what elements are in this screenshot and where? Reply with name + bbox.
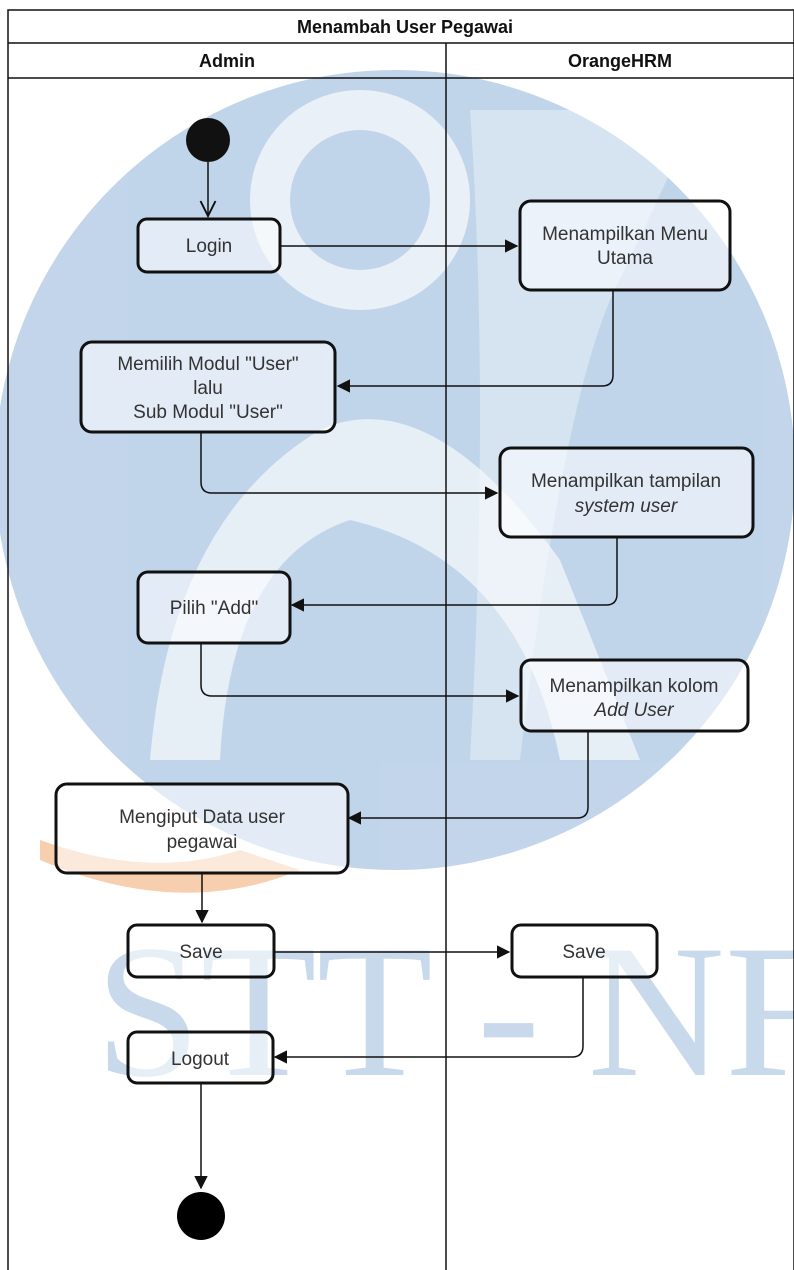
edges [194, 162, 618, 1190]
activity-pilih-modul-label-3: Sub Modul "User" [133, 402, 283, 423]
edge-modul-tampilan [200, 432, 499, 500]
activity-tampilan-label-1: Menampilkan tampilan [531, 471, 721, 492]
edge-tampilan-add [290, 537, 618, 612]
activity-login: Login [136, 217, 282, 274]
edge-kolom-input [347, 731, 589, 825]
activity-menu-utama: Menampilkan Menu Utama [518, 199, 732, 292]
activity-input-data: Mengiput Data user pegawai [54, 782, 350, 875]
activity-pilih-modul-label-2: lalu [193, 378, 223, 399]
activity-save-admin-label: Save [179, 942, 222, 963]
lane-header-admin: Admin [199, 51, 255, 71]
activity-tampilan-system-user: Menampilkan tampilan system user [498, 446, 755, 539]
activity-login-label: Login [186, 236, 233, 257]
activity-logout: Logout [126, 1030, 275, 1085]
activity-menu-utama-label-1: Menampilkan Menu [542, 224, 708, 245]
edge-add-kolom [200, 643, 520, 703]
start-node [186, 118, 230, 162]
activity-menu-utama-label-2: Utama [597, 248, 653, 269]
swimlane-frame: Menambah User Pegawai Admin OrangeHRM [7, 9, 794, 1270]
activity-pilih-add: Pilih "Add" [136, 570, 292, 645]
activity-kolom-add-user: Menampilkan kolom Add User [519, 658, 750, 733]
end-node [177, 1192, 225, 1240]
lane-header-orangehrm: OrangeHRM [568, 51, 672, 71]
activity-pilih-modul-label-1: Memilih Modul "User" [117, 354, 298, 375]
watermark-ring-inner [290, 130, 430, 270]
activity-save-admin: Save [126, 923, 276, 979]
activity-save-system-label: Save [562, 942, 605, 963]
activity-input-label-2: pegawai [167, 832, 238, 853]
activity-kolom-label-2: Add User [593, 700, 674, 721]
diagram-title: Menambah User Pegawai [297, 17, 513, 37]
activity-logout-label: Logout [171, 1049, 230, 1070]
frame-border [7, 9, 794, 1270]
activity-tampilan-label-2: system user [575, 496, 678, 517]
watermark-arch [150, 419, 640, 760]
activity-pilih-add-label: Pilih "Add" [170, 598, 258, 619]
edge-save-logout [273, 977, 584, 1064]
activity-pilih-modul: Memilih Modul "User" lalu Sub Modul "Use… [79, 340, 337, 434]
activity-kolom-label-1: Menampilkan kolom [550, 676, 719, 697]
edge-menu-modul [336, 290, 614, 393]
activity-save-system: Save [510, 923, 659, 979]
activity-input-label-1: Mengiput Data user [119, 807, 285, 828]
